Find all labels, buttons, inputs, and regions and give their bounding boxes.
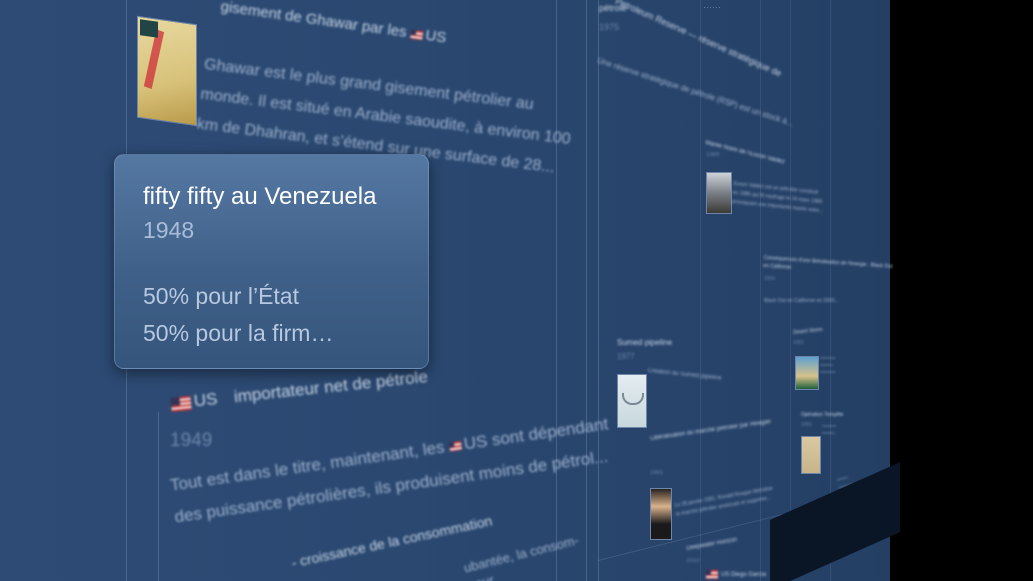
tempete-thumbnail[interactable]	[801, 436, 821, 474]
exxon-year: 1989	[706, 152, 720, 158]
sumed-description: Création du Sumed pipeline	[647, 368, 722, 382]
us-flag-icon	[448, 441, 462, 452]
desert-storm-description: •••••••••••••••••••••••••••••••	[820, 355, 836, 374]
popup-year: 1948	[143, 217, 195, 243]
popup-line-1: 50% pour l’État	[143, 283, 299, 309]
sumed-title[interactable]: Sumed pipeline	[617, 338, 673, 347]
californie-title[interactable]: Conséquences d'une libéralisation de l'é…	[762, 254, 893, 271]
timeline-divider	[790, 0, 791, 581]
timeline-divider	[598, 0, 599, 581]
californie-year: 2000	[764, 276, 776, 282]
timeline-divider	[700, 0, 701, 581]
sumed-year: 1977	[617, 352, 635, 361]
ghawar-map-thumbnail[interactable]	[137, 15, 197, 127]
top-right-snippet: ……	[703, 0, 721, 10]
deepwater-year: 2010	[686, 558, 700, 564]
exxon-description: Exxon Valdez est un pétrolier construit …	[731, 180, 824, 215]
reagan-title[interactable]: Libéralisation du marché pétrolier par R…	[650, 419, 772, 442]
reserve-title-b[interactable]: Petroleum Reserve — réserve stratégique …	[613, 0, 783, 79]
reserve-title[interactable]: pétrole	[599, 3, 627, 13]
desert-storm-title[interactable]: Desert Storm	[793, 326, 823, 336]
timeline-divider	[760, 0, 761, 581]
tempete-title[interactable]: Opération Tempête	[801, 412, 844, 418]
timeline-divider	[556, 0, 557, 581]
event-popup-card[interactable]: fifty fifty au Venezuela 1948 50% pour l…	[114, 154, 429, 369]
californie-description: Black Out en Californie en 2000...	[764, 298, 839, 304]
croissance-description: ubantée, la consom- pour	[462, 532, 581, 581]
importateur-description: Tout est dans le titre, maintenant, les …	[168, 414, 610, 527]
timeline-divider	[586, 0, 587, 581]
popup-line-2: 50% pour la firm…	[143, 320, 334, 346]
timeline-divider	[830, 0, 831, 581]
tempete-description: •••••••••••••••••••	[822, 423, 837, 435]
desert-storm-thumbnail[interactable]	[795, 356, 819, 390]
us-flag-icon	[706, 570, 718, 579]
us-flag-icon	[170, 395, 192, 412]
us-flag-icon	[410, 29, 424, 40]
reagan-year: 1981	[650, 470, 664, 476]
deepwater-title[interactable]: Deepwater Horizon	[686, 537, 738, 552]
reserve-year: 1975	[599, 22, 620, 32]
reagan-portrait[interactable]	[650, 488, 672, 540]
exxon-thumbnail[interactable]	[706, 172, 732, 214]
tempete-year: 1991	[801, 422, 813, 428]
event-stem	[158, 412, 159, 581]
desert-storm-year: 1991	[793, 340, 805, 346]
diego-garcia-title[interactable]: US Diego Garcia	[706, 570, 766, 579]
popup-title: fifty fifty au Venezuela	[143, 183, 377, 210]
sumed-map-thumbnail[interactable]	[617, 374, 647, 428]
importateur-year: 1949	[170, 430, 213, 451]
ghawar-title[interactable]: gisement de Ghawar par les US	[219, 0, 448, 47]
importateur-title[interactable]: US importateur net de pétrole	[170, 367, 429, 414]
